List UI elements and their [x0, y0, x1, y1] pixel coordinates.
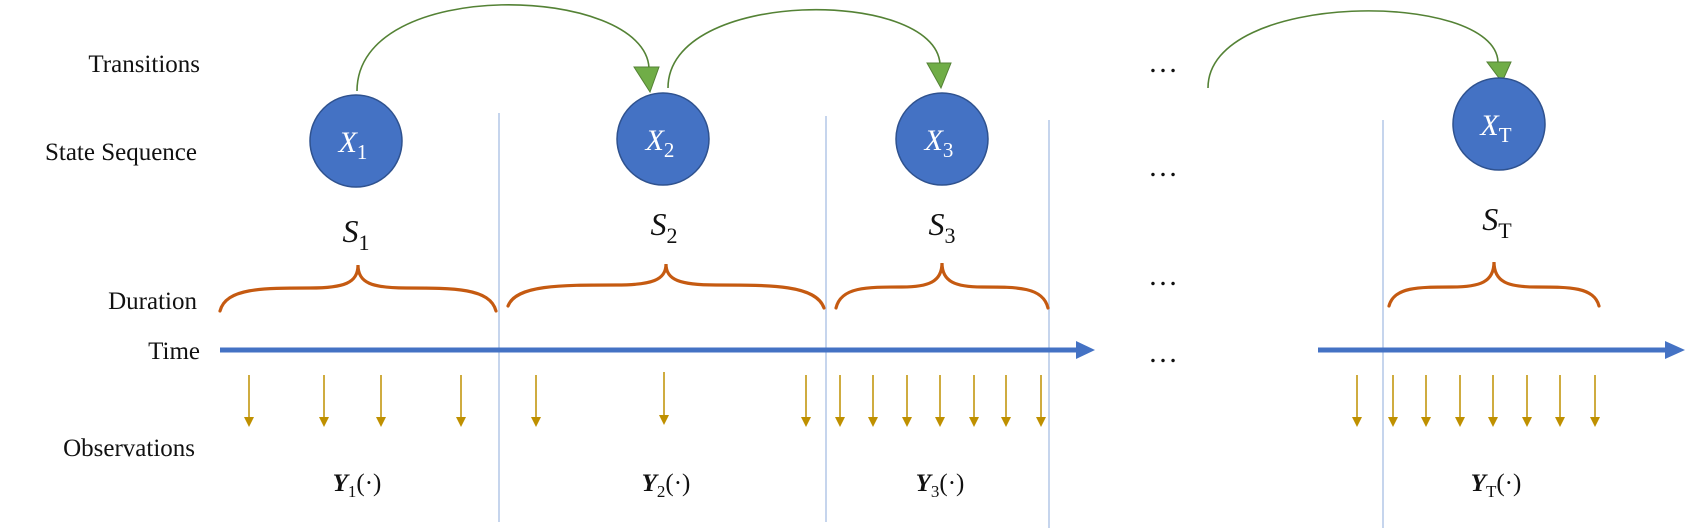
transition-arrowhead-icon: [633, 66, 660, 94]
duration-brace-T: [1387, 261, 1601, 308]
node-sub: 1: [357, 140, 368, 164]
ellipsis-transitions: …: [1148, 46, 1178, 79]
row-label-observations: Observations: [63, 435, 195, 462]
row-label-duration: Duration: [108, 288, 197, 315]
svg-text:X3: X3: [924, 124, 954, 162]
duration-braces: [218, 261, 1601, 313]
row-label-transitions: Transitions: [88, 51, 200, 78]
segment-label-3: S3: [929, 206, 956, 248]
node-var: X: [338, 126, 359, 159]
transition-arrowhead-icon: [1486, 61, 1512, 83]
node-var: X: [924, 124, 945, 157]
row-label-time: Time: [148, 338, 200, 365]
observation-label-3: Y3(·): [916, 470, 965, 501]
ellipsis-duration: …: [1148, 259, 1178, 292]
node-var: X: [1479, 109, 1500, 142]
node-sub: 2: [664, 138, 675, 162]
segment-label-T: ST: [1482, 201, 1512, 243]
time-axis-arrowhead-icon: [1076, 341, 1095, 359]
ellipsis-time: …: [1148, 336, 1178, 369]
state-node-T: XT: [1452, 77, 1546, 171]
svg-text:X2: X2: [645, 124, 675, 162]
segment-label-1: S1: [343, 213, 370, 255]
duration-brace-3: [834, 262, 1050, 310]
transition-arcs: [356, 4, 1499, 92]
node-sub: 3: [943, 138, 954, 162]
time-axis: [220, 341, 1685, 359]
observation-arrows: [244, 372, 1600, 427]
segment-label-2: S2: [651, 206, 678, 248]
state-node-3: X3: [895, 92, 989, 186]
duration-brace-1: [218, 264, 498, 313]
observation-label-T: YT(·): [1471, 470, 1522, 501]
transition-arrowhead-icon: [926, 62, 952, 90]
node-var: X: [645, 124, 666, 157]
observation-label-2: Y2(·): [642, 470, 691, 501]
time-axis-arrowhead-icon: [1665, 341, 1685, 359]
svg-text:X1: X1: [338, 126, 368, 164]
transition-arc-2-3: [667, 8, 941, 89]
state-node-2: X2: [616, 92, 710, 186]
transition-arc-to-T: [1207, 10, 1499, 89]
state-node-1: X1: [309, 94, 403, 188]
row-label-state-sequence: State Sequence: [45, 139, 197, 166]
observation-label-1: Y1(·): [333, 470, 382, 501]
node-sub: T: [1499, 123, 1512, 147]
transition-arrowheads: [633, 61, 1512, 94]
segment-dividers: [498, 113, 1384, 528]
duration-brace-2: [506, 263, 826, 310]
transition-arc-1-2: [356, 4, 650, 92]
ellipsis-states: …: [1148, 150, 1178, 183]
svg-text:XT: XT: [1479, 109, 1511, 147]
